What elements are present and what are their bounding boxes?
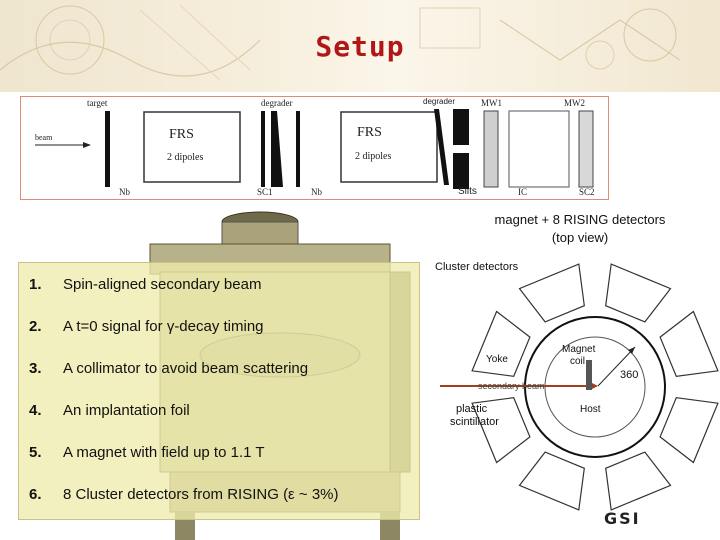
dipoles-label-1: 2 dipoles (167, 152, 204, 163)
degrader-label-1: degrader (261, 98, 293, 108)
header-banner: Setup (0, 0, 720, 92)
degrader-label-2: degrader (423, 97, 456, 106)
cluster-detectors-label: Cluster detectors (435, 261, 519, 273)
list-item-number: 3. (29, 360, 42, 377)
list-item-text: A t=0 signal for γ-decay timing (63, 318, 264, 335)
detector-caption-line1: magnet + 8 RISING detectors (494, 212, 666, 227)
slits-label: Slits (458, 186, 477, 197)
dipoles-label-2: 2 dipoles (355, 151, 392, 162)
cluster-detector-group (471, 263, 719, 511)
magnet-label: Magnet (562, 344, 596, 355)
host-label: Host (580, 404, 601, 415)
cluster-detector (471, 310, 531, 377)
cluster-detector (471, 397, 531, 464)
cluster-detector (659, 310, 719, 377)
frs-label-2: FRS (357, 125, 382, 140)
mw2-label: MW2 (564, 98, 585, 108)
slide-title: Setup (315, 30, 405, 63)
setup-list: 1. Spin-aligned secondary beam 2. A t=0 … (18, 262, 420, 520)
detector-caption-line2: (top view) (551, 230, 609, 245)
list-item-number: 4. (29, 402, 42, 419)
list-item-number: 2. (29, 318, 42, 335)
nb-label-1: Nb (119, 187, 130, 197)
banner-decoration (0, 4, 681, 81)
plastic-label: plastic (456, 403, 488, 415)
cluster-detector (518, 451, 585, 511)
gsi-logo: GSI (604, 509, 641, 528)
cluster-detector (605, 451, 672, 511)
nb-label-2: Nb (311, 187, 322, 197)
cluster-detector (605, 263, 672, 323)
list-item-number: 1. (29, 276, 42, 293)
detector-ring-diagram: Cluster detectors Yoke Magnet coil secon… (435, 261, 719, 511)
beamline-schematic: target degrader degrader MW1 MW2 beam FR… (20, 96, 609, 200)
scintillator-label: scintillator (450, 416, 499, 428)
sc2-label: SC2 (579, 187, 595, 197)
list-item-text: 8 Cluster detectors from RISING (ε ~ 3%) (63, 486, 339, 503)
target-label: target (87, 98, 108, 108)
cluster-detector (518, 263, 585, 323)
coil-label: coil (570, 356, 585, 367)
beam-label: beam (35, 133, 53, 142)
frs-label-1: FRS (169, 127, 194, 142)
sc1-label: SC1 (257, 187, 273, 197)
beamline-drawing (35, 109, 594, 189)
ic-label: IC (518, 187, 527, 197)
cluster-detector (659, 397, 719, 464)
list-item-text: A magnet with field up to 1.1 T (63, 444, 265, 461)
mw1-label: MW1 (481, 98, 502, 108)
list-item-number: 6. (29, 486, 42, 503)
list-item-number: 5. (29, 444, 42, 461)
list-item-text: An implantation foil (63, 402, 190, 419)
list-item-text: A collimator to avoid beam scattering (63, 360, 309, 377)
angle-label: 360 (620, 369, 638, 381)
yoke-label: Yoke (486, 354, 508, 365)
secondary-beam-label: secondary beam (478, 381, 545, 391)
list-item-text: Spin-aligned secondary beam (63, 276, 262, 293)
detector-caption: magnet + 8 RISING detectors (top view) (440, 211, 720, 247)
